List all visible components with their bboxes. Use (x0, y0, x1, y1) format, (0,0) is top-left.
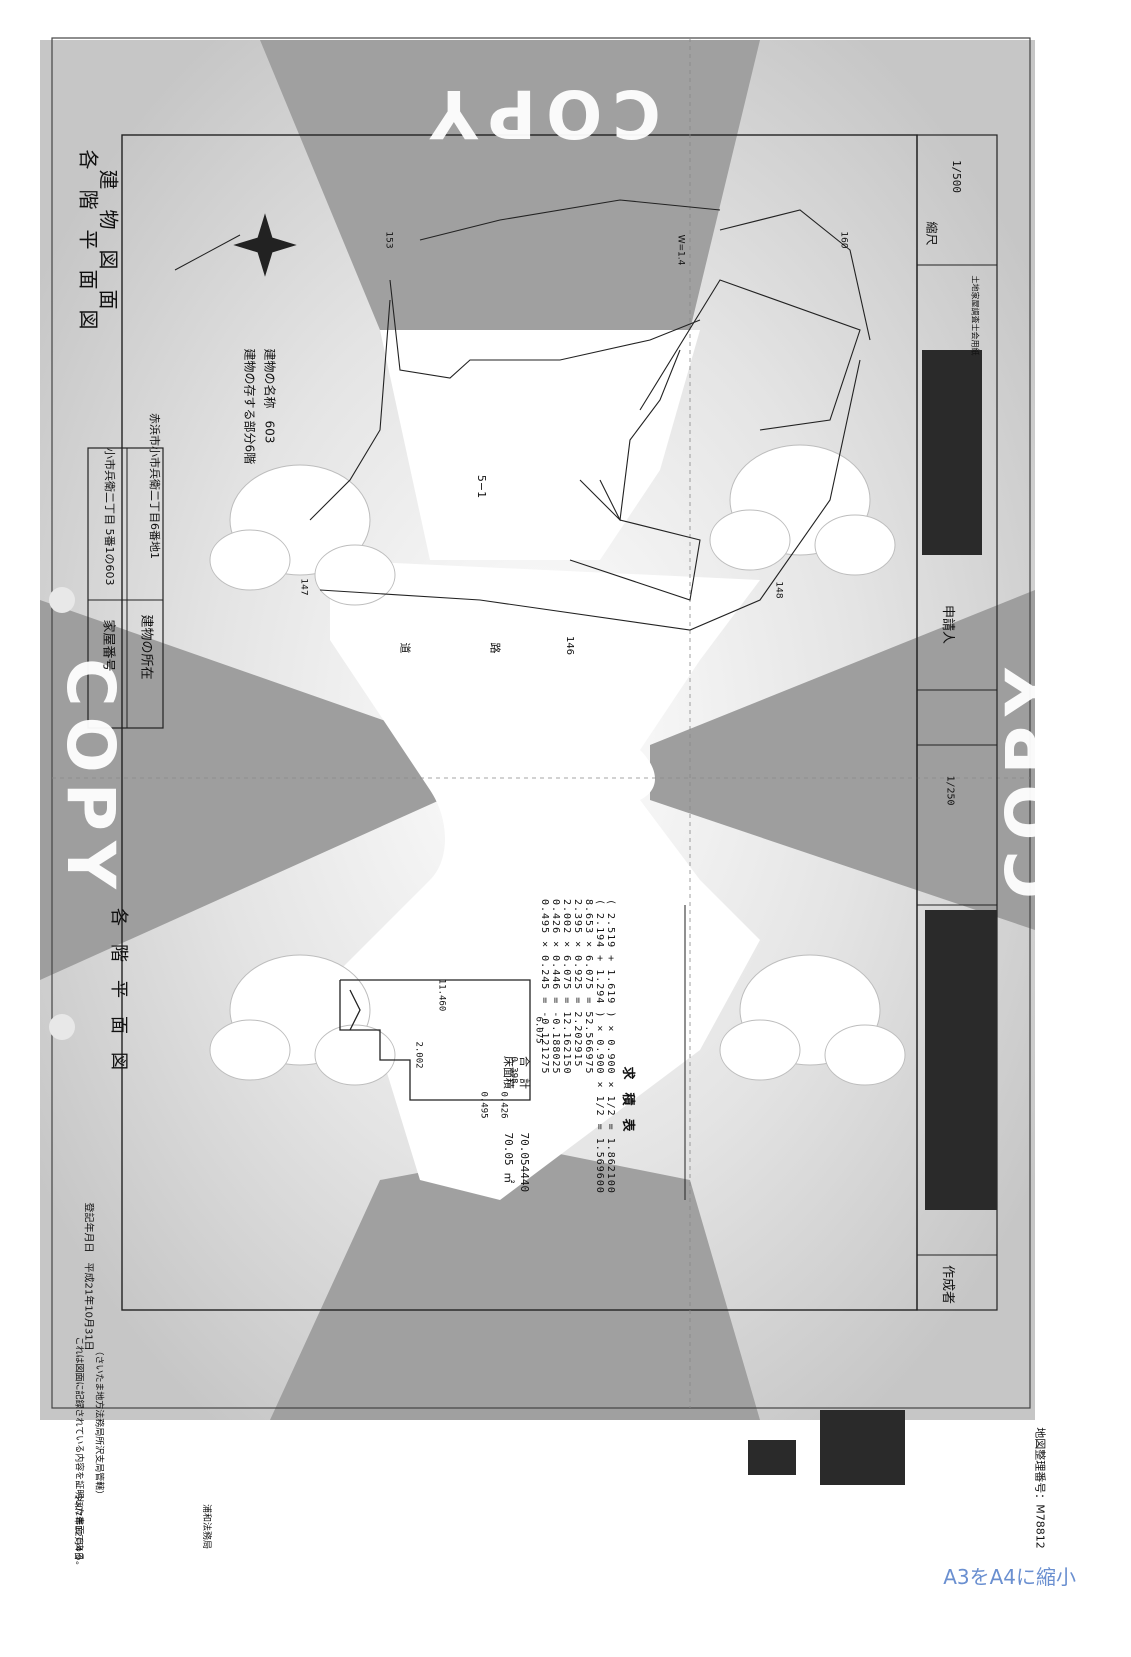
surveyor-note: 土地家屋調査士会用紙 (970, 275, 980, 356)
site-plan (309, 199, 871, 631)
calc-line: 2.395 × 0.925 = 2.202915 (572, 899, 583, 1068)
reduction-note: A3をA4に縮小 (943, 1565, 1076, 1589)
watermark-band-left (40, 600, 440, 980)
site-lot148-label: 148 (773, 581, 784, 599)
building-name: 建物の名称 603 (262, 348, 277, 444)
calc-line: 0.426 × 0.446 = -0.188025 (550, 899, 561, 1075)
punch-hole-top (49, 587, 75, 613)
maker-label: 作成者 (940, 1264, 956, 1305)
floral-emblem-lower-right (719, 954, 906, 1086)
applicant-label: 申請人 (940, 604, 956, 645)
registry-document: COPY COPY COPY COPY 建 物 図 面 各 階 平 面 図 各 … (40, 37, 1076, 1589)
site-road2-label: 路 (488, 642, 502, 654)
calc-line: 0.495 × 0.245 = -0.121275 (539, 899, 550, 1075)
dim-4: 11.460 (436, 978, 447, 1012)
house-number-value: 小市兵衛二丁目 5番1の603 (103, 448, 116, 586)
issue-date: 令和7年12月4日 (72, 1492, 83, 1561)
floor-plan (339, 979, 531, 1101)
floral-emblem-upper-right (709, 444, 896, 576)
site-lot146-label: 146 (564, 635, 576, 656)
side-panel (916, 134, 998, 1311)
floor-plan-heading: 各 階 平 面 図 (108, 908, 129, 1070)
site-lot-label: 5−1 (475, 474, 489, 499)
scale-value-plan: 1/250 (944, 775, 956, 806)
map-management-number: 地図整理番号：M78812 (1033, 1427, 1047, 1549)
watermark-band-top (260, 40, 760, 370)
north-arrow (174, 213, 297, 277)
office-note: （さいたま地方法務局所沢支局管轄） (93, 1346, 104, 1500)
document-subtitle: 各 階 平 面 図 (76, 149, 101, 330)
redaction-block-1 (820, 1410, 905, 1485)
calc-line: 8.653 × 6.075 = 52.566975 (583, 899, 594, 1075)
watermark-band-right (650, 590, 1035, 930)
scale-value: 1/500 (950, 159, 964, 194)
redaction-applicant (922, 350, 982, 555)
floral-emblem-lower-left (209, 954, 396, 1086)
top-white-area (380, 330, 700, 560)
calc-floor-area-value: 70.05 ㎡ (502, 1132, 515, 1184)
outer-frame (51, 37, 1031, 1409)
area-calculation-table: 求 積 表 ( 2.519 + 1.619 ) × 0.900 × 1/2 = … (501, 899, 639, 1299)
site-wall-label: W=1.4 (675, 234, 686, 266)
bureau-name: 浦和法務局 (201, 1503, 212, 1550)
house-number-label: 家屋番号 (100, 619, 116, 672)
redaction-maker (925, 910, 997, 1210)
floral-emblem-upper-left (209, 464, 396, 606)
watermark-band-bottom (270, 1150, 760, 1420)
scale-label: 縮尺 (924, 221, 939, 246)
location-value: 赤浜市小市兵衛二丁目6番地1 (148, 413, 161, 559)
site-lot147-label: 147 (298, 578, 309, 596)
calc-floor-area-label: 床面積 (502, 1056, 515, 1089)
site-lot153-label: 153 (383, 231, 394, 249)
site-lot160-label: 160 (838, 231, 849, 249)
calc-total-value: 70.054440 (518, 1132, 531, 1193)
dim-5: 2.002 (413, 1041, 424, 1069)
floor-note: 建物の存する部分6階 (242, 348, 257, 465)
site-road-label: 道 (398, 642, 412, 654)
watermark-copy-right: COPY (991, 658, 1069, 899)
location-label: 建物の所在 (138, 614, 154, 680)
calc-line: 2.002 × 6.075 = 12.162150 (561, 899, 572, 1075)
watermark-copy-bottom: COPY (430, 1420, 671, 1497)
calc-total-label: 合 計 (518, 1056, 531, 1089)
watermark-copy-top: COPY (420, 75, 661, 152)
calc-line: ( 2.519 + 1.619 ) × 0.900 × 1/2 = 1.8621… (605, 899, 616, 1194)
calc-line: ( 2.194 + 1.294 ) × 0.900 × 1/2 = 1.5696… (594, 899, 605, 1194)
calc-title: 求 積 表 (620, 1066, 635, 1132)
dim-0: 0.495 (478, 1091, 489, 1119)
document-background (40, 37, 1035, 1485)
center-white-area (330, 560, 760, 1200)
info-table (87, 447, 164, 729)
punch-hole-bottom (49, 1014, 75, 1040)
redaction-block-2 (748, 1440, 796, 1475)
